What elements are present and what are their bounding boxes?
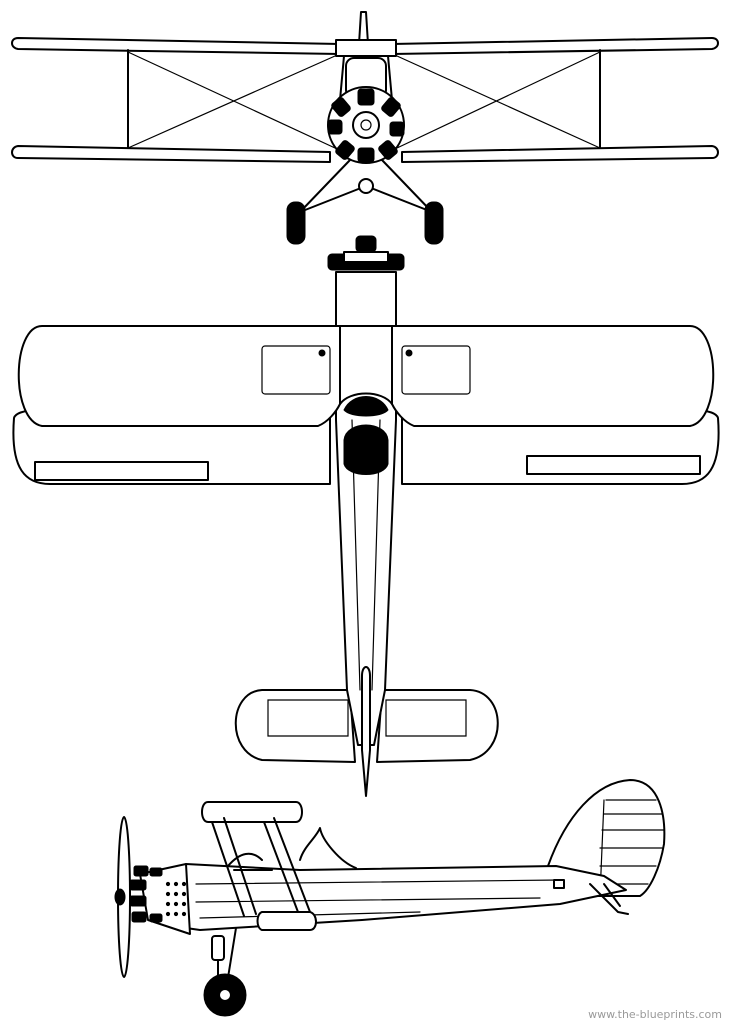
front-lower-wing [12, 146, 718, 162]
side-tail-skid [590, 884, 628, 914]
side-rudder-ribs [600, 800, 664, 896]
top-panel-left [262, 346, 330, 394]
propeller-hub [353, 112, 379, 138]
top-elevator-right [386, 700, 466, 736]
top-rudder [362, 667, 370, 796]
front-wheel-right [425, 202, 443, 244]
top-tailplane-right [377, 690, 498, 762]
front-center-section [336, 40, 396, 56]
side-fuselage [186, 864, 626, 930]
side-tail-marker [554, 880, 564, 888]
top-center-cutout [344, 397, 388, 417]
side-cowl-vents [166, 882, 185, 915]
gear-center-joint [359, 179, 373, 193]
side-wheel-hub [219, 989, 231, 1001]
front-upper-wing [12, 38, 718, 54]
side-view [115, 780, 664, 1016]
top-wing-center [340, 326, 392, 404]
front-wire [397, 56, 600, 148]
front-cabane [340, 56, 392, 100]
top-panel-right [402, 346, 470, 394]
front-wire [397, 52, 600, 148]
top-view [13, 236, 718, 796]
front-gear-struts [300, 160, 432, 212]
hub-center [361, 120, 371, 130]
side-spinner [115, 889, 125, 905]
side-upper-wing [202, 802, 302, 822]
side-fin-rudder [548, 780, 664, 896]
top-upper-wing-right [392, 326, 713, 426]
front-wheel-left [287, 202, 305, 244]
top-tailplane-left [236, 690, 355, 762]
engine-cylinders [328, 89, 404, 162]
top-aileron-left [35, 462, 208, 480]
top-cockpit [344, 425, 388, 475]
side-oleo [212, 936, 224, 960]
top-upper-wing-left [19, 326, 340, 426]
front-view [12, 12, 718, 244]
side-cockpit-openings [228, 828, 356, 868]
top-engine [328, 236, 404, 270]
top-elevator-left [268, 700, 348, 736]
top-marker-left [319, 350, 325, 356]
side-engine-cylinders [130, 866, 162, 922]
side-struts [212, 818, 310, 916]
side-lower-wing [258, 912, 317, 930]
top-aileron-right [527, 456, 700, 474]
top-marker-right [406, 350, 412, 356]
watermark: www.the-blueprints.com [588, 1008, 722, 1021]
front-wire [128, 56, 335, 148]
front-wire [128, 52, 335, 148]
